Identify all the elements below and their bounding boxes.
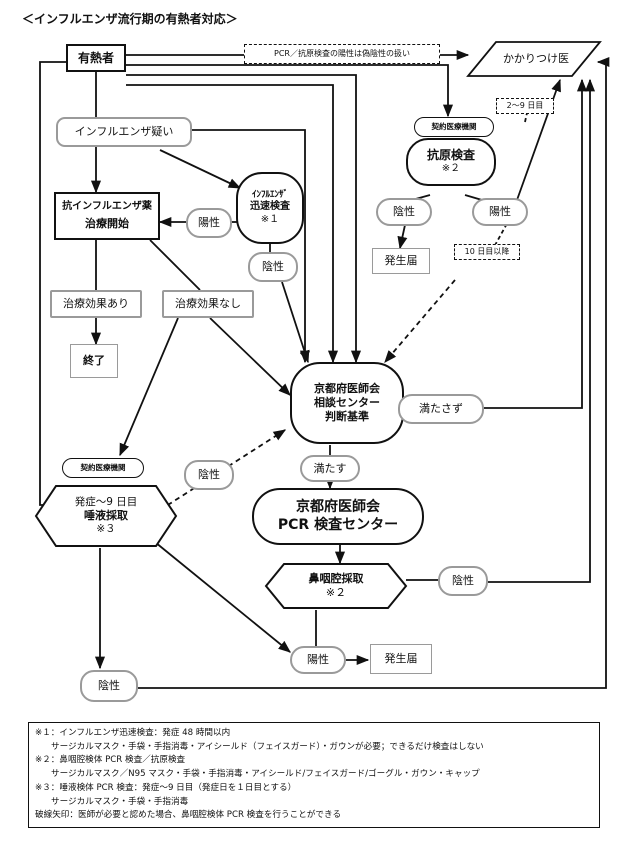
report-label-b: 発生届 (384, 652, 418, 666)
antigen-test-note: ※２ (441, 163, 461, 175)
footnotes-box: ※１：インフルエンザ迅速検査：発症 48 時間以内 サージカルマスク・手袋・手指… (28, 722, 600, 828)
footnote-2-detail: サージカルマスク／N95 マスク・手袋・手指消毒・アイシールド/フェイスガード/… (51, 769, 480, 780)
saliva-label-wrap: 発症～9 日目 唾液採取 ※３ (52, 488, 160, 544)
influenza-suspect-box[interactable]: インフルエンザ疑い (56, 117, 192, 147)
consult-center-label-1: 京都府医師会 (314, 382, 380, 396)
not-meet-label: 満たさず (419, 402, 463, 416)
diagram-title: ＜インフルエンザ流行期の有熱者対応＞ (22, 12, 238, 26)
footnote-1-detail: サージカルマスク・手袋・手指消毒・アイシールド（フェイスガード）・ガウンが必要；… (51, 741, 484, 752)
contract-clinic-a-label: 契約医療機関 (431, 122, 477, 132)
end-box: 終了 (70, 344, 118, 378)
arrow-negative-center (281, 281, 310, 364)
consult-center-label-2: 相談センター (314, 396, 380, 410)
not-meet-pill[interactable]: 満たさず (398, 394, 484, 424)
saliva-label-3: ※３ (96, 522, 116, 535)
saliva-center-negative-label: 陰性 (198, 468, 220, 482)
anti-influenza-box[interactable]: 抗インフルエンザ薬 治療開始 (54, 192, 160, 240)
saliva-center-negative-pill[interactable]: 陰性 (184, 460, 234, 490)
naso-hexagon[interactable] (264, 562, 408, 610)
saliva-hexagon[interactable] (34, 484, 178, 548)
arrow-notmeet-clinic (484, 78, 588, 409)
footnote-dashed: 破線矢印：医師が必要と認めた場合、鼻咽腔検体 PCR 検査を行うことができる (35, 810, 342, 821)
end-label: 終了 (83, 354, 105, 368)
footnote-2: ※２：鼻咽腔検体 PCR 検査／抗原検査 (35, 755, 186, 766)
contract-clinic-b: 契約医療機関 (62, 458, 144, 478)
antigen-positive-pill[interactable]: 陽性 (472, 198, 528, 226)
not-effective-box[interactable]: 治療効果なし (162, 290, 254, 318)
footnote-3: ※３：唾液検体 PCR 検査：発症～9 日目（発症日を１日目とする） (35, 782, 297, 793)
dashed-day10-center (384, 279, 456, 363)
clinic-parallelogram[interactable] (466, 40, 602, 78)
pcr-center-label-2: PCR 検査センター (277, 516, 399, 533)
report-box-b: 発生届 (370, 644, 432, 674)
arrow-noteff-center (209, 317, 291, 396)
rapid-negative-label: 陰性 (262, 260, 284, 274)
saliva-label-1: 発症～9 日目 (74, 496, 138, 508)
influenza-suspect-label: インフルエンザ疑い (74, 125, 174, 139)
days-2-9-label: 2～9 日目 (506, 101, 544, 110)
naso-label-2: ※２ (325, 586, 347, 599)
effective-label: 治療効果あり (63, 297, 129, 311)
arrow-noteff-saliva (119, 317, 179, 457)
naso-label-1: 鼻咽腔採取 (308, 572, 364, 586)
antigen-negative-label: 陰性 (393, 205, 415, 219)
rapid-test-label-1: ｲﾝﾌﾙｴﾝｻﾞ (251, 189, 288, 200)
footnote-1: ※１：インフルエンザ迅速検査：発症 48 時間以内 (35, 728, 231, 738)
positive-b-label: 陽性 (307, 653, 329, 667)
pcr-note-label: PCR／抗原検査の陽性は偽陰性の扱い (274, 49, 410, 58)
antigen-negative-pill[interactable]: 陰性 (376, 198, 432, 226)
footnote-3-detail: サージカルマスク・手袋・手指消毒 (51, 796, 189, 807)
report-box-a: 発生届 (372, 248, 430, 274)
meets-pill[interactable]: 満たす (300, 455, 360, 482)
anti-influenza-label-1: 抗インフルエンザ薬 (62, 200, 152, 212)
rapid-positive-pill[interactable]: 陽性 (186, 208, 232, 238)
saliva-label-2: 唾液採取 (84, 509, 128, 523)
arrow-suspect-center (192, 129, 311, 364)
arrow-patient-center-2 (126, 84, 339, 364)
saliva-negative-pill[interactable]: 陰性 (80, 670, 138, 702)
positive-b-pill[interactable]: 陽性 (290, 646, 346, 674)
day10-box: 10 日目以降 (454, 244, 520, 260)
pcr-center-box[interactable]: 京都府医師会 PCR 検査センター (252, 488, 424, 545)
arrow-saliva-pos (149, 537, 291, 653)
clinic-label: かかりつけ医 (502, 52, 570, 66)
arrow-patient-antigen (126, 64, 454, 118)
effective-box[interactable]: 治療効果あり (50, 290, 142, 318)
pcr-center-label-1: 京都府医師会 (296, 499, 380, 515)
pcr-note-box: PCR／抗原検査の陽性は偽陰性の扱い (244, 44, 440, 64)
days-2-9-box: 2～9 日目 (496, 98, 554, 114)
rapid-negative-pill[interactable]: 陰性 (248, 252, 298, 282)
arrow-patient-center-1 (126, 74, 362, 364)
naso-label-wrap: 鼻咽腔採取 ※２ (286, 564, 386, 608)
naso-negative-label: 陰性 (452, 574, 474, 588)
meets-label: 満たす (313, 461, 347, 475)
saliva-negative-label: 陰性 (98, 679, 120, 693)
naso-negative-pill[interactable]: 陰性 (438, 566, 488, 596)
contract-clinic-a: 契約医療機関 (414, 117, 494, 137)
arrow-salneg-clinic (138, 56, 610, 689)
clinic-label-wrap: かかりつけ医 (490, 48, 582, 70)
arrow-nasoneg-clinic (488, 78, 596, 583)
not-effective-label: 治療効果なし (175, 297, 241, 311)
patient-box[interactable]: 有熱者 (66, 44, 126, 72)
arrow-suspect-rapid (159, 149, 242, 189)
rapid-test-box[interactable]: ｲﾝﾌﾙｴﾝｻﾞ 迅速検査 ※１ (236, 172, 304, 244)
antigen-test-label: 抗原検査 (426, 148, 475, 163)
rapid-test-label-2: 迅速検査 (250, 201, 290, 213)
contract-clinic-b-label: 契約医療機関 (80, 463, 126, 473)
anti-influenza-label-2: 治療開始 (85, 217, 129, 231)
day10-label: 10 日目以降 (464, 247, 510, 256)
rapid-test-label-3: ※１ (260, 213, 280, 225)
antigen-positive-label: 陽性 (489, 205, 511, 219)
rapid-positive-label: 陽性 (198, 216, 220, 230)
arrow-antneg-report (397, 224, 408, 250)
patient-label: 有熱者 (77, 50, 114, 65)
report-label-a: 発生届 (384, 254, 418, 268)
antigen-test-box[interactable]: 抗原検査 ※２ (406, 138, 496, 186)
consult-center-label-3: 判断基準 (325, 409, 369, 423)
consult-center-box[interactable]: 京都府医師会 相談センター 判断基準 (290, 362, 404, 444)
